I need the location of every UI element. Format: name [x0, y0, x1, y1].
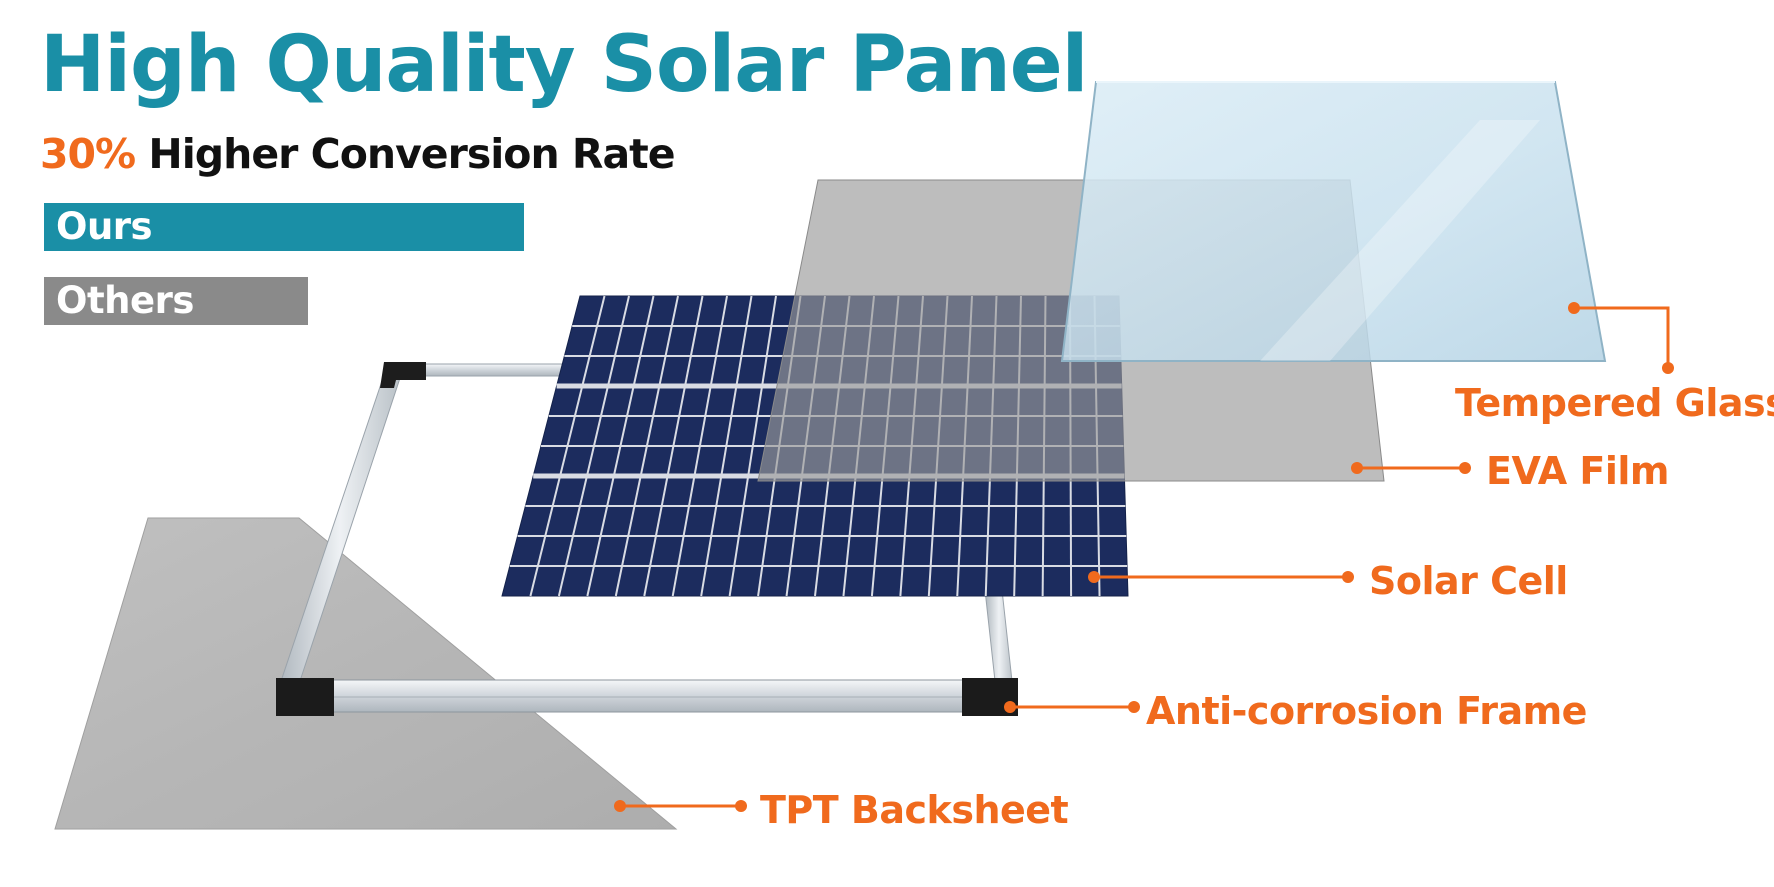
label-tpt-backsheet: TPT Backsheet: [760, 788, 1069, 832]
label-anti-corrosion-frame: Anti-corrosion Frame: [1146, 689, 1587, 733]
bar-label-others: Others: [56, 279, 194, 322]
page-title: High Quality Solar Panel: [40, 20, 1088, 110]
comparison-bar-others: Others: [44, 277, 308, 325]
tempered-glass: [1060, 81, 1607, 362]
subtitle-text: Higher Conversion Rate: [135, 130, 675, 178]
leader-solar-cell: [1088, 571, 1354, 583]
leader-tpt-backsheet: [614, 800, 747, 812]
subtitle-highlight: 30%: [40, 130, 136, 178]
leader-eva-film: [1351, 462, 1471, 474]
comparison-bar-ours: Ours: [44, 203, 524, 251]
label-solar-cell: Solar Cell: [1369, 559, 1568, 603]
leader-lines: [614, 302, 1674, 812]
leader-tempered-glass: [1568, 302, 1674, 374]
tpt-backsheet: [54, 517, 678, 830]
label-tempered-glass: Tempered Glass: [1455, 381, 1774, 425]
bar-label-ours: Ours: [56, 205, 153, 248]
subtitle: 30% Higher Conversion Rate: [40, 134, 676, 175]
label-eva-film: EVA Film: [1486, 449, 1670, 493]
leader-frame: [1004, 701, 1140, 713]
